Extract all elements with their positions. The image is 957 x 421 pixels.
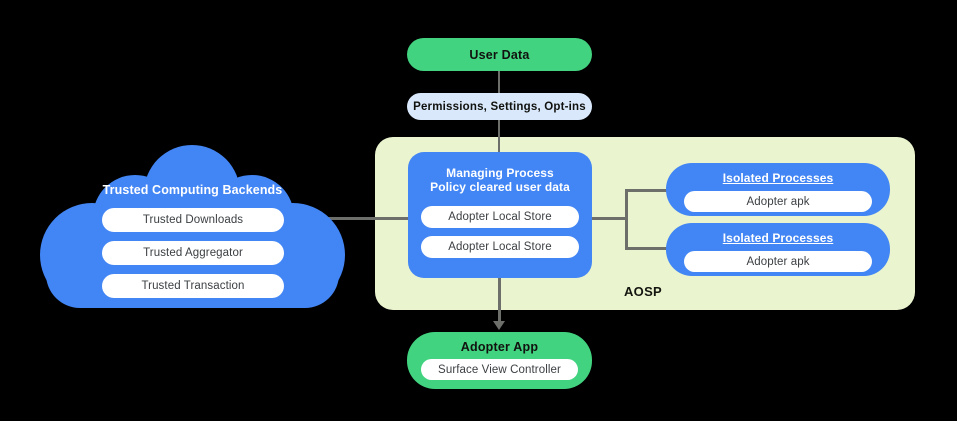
- adopter-apk-item: Adopter apk: [684, 191, 872, 212]
- user-data-box: User Data: [407, 38, 592, 71]
- permissions-settings-optins-box: Permissions, Settings, Opt-ins: [407, 93, 592, 120]
- managing-process-title-line1: Managing Process: [446, 166, 554, 180]
- connector-permissions-managing: [498, 119, 500, 159]
- managing-process-title-line2: Policy cleared user data: [430, 180, 570, 194]
- adopter-app-title: Adopter App: [460, 340, 539, 354]
- aosp-label: AOSP: [623, 284, 663, 299]
- isolated-process-title: Isolated Processes: [722, 171, 834, 185]
- cloud-content: Trusted Computing Backends Trusted Downl…: [40, 145, 345, 315]
- connector-managing-branch-spine: [625, 189, 628, 250]
- list-item: Trusted Aggregator: [102, 241, 284, 265]
- user-data-label: User Data: [469, 47, 530, 62]
- list-item: Trusted Downloads: [102, 208, 284, 232]
- list-item: Trusted Transaction: [102, 274, 284, 298]
- isolated-process-card: Isolated Processes Adopter apk: [666, 163, 890, 216]
- isolated-process-title: Isolated Processes: [722, 231, 834, 245]
- adopter-apk-item: Adopter apk: [684, 251, 872, 272]
- connector-cloud-managing: [318, 217, 413, 220]
- cloud-service-list: Trusted Downloads Trusted Aggregator Tru…: [102, 208, 284, 307]
- adopter-app-box: Adopter App Surface View Controller: [407, 332, 592, 389]
- connector-managing-adopter-app: [498, 275, 501, 323]
- managing-process-title: Managing Process Policy cleared user dat…: [421, 166, 579, 194]
- arrowhead-adopter-app: [493, 321, 505, 330]
- surface-view-controller-item: Surface View Controller: [421, 359, 578, 380]
- connector-branch-to-isolated-1: [625, 189, 673, 192]
- connector-branch-to-isolated-2: [625, 247, 673, 250]
- cloud-title: Trusted Computing Backends: [102, 183, 283, 197]
- isolated-process-card: Isolated Processes Adopter apk: [666, 223, 890, 276]
- connector-managing-branch-stem: [588, 217, 627, 220]
- permissions-label: Permissions, Settings, Opt-ins: [413, 100, 586, 113]
- trusted-computing-backends-cloud: Trusted Computing Backends Trusted Downl…: [40, 145, 345, 315]
- managing-process-card: Managing Process Policy cleared user dat…: [408, 152, 592, 278]
- adopter-local-store-list: Adopter Local Store Adopter Local Store: [421, 206, 579, 258]
- adopter-local-store-item: Adopter Local Store: [421, 236, 579, 258]
- adopter-local-store-item: Adopter Local Store: [421, 206, 579, 228]
- connector-userdata-permissions: [498, 70, 500, 94]
